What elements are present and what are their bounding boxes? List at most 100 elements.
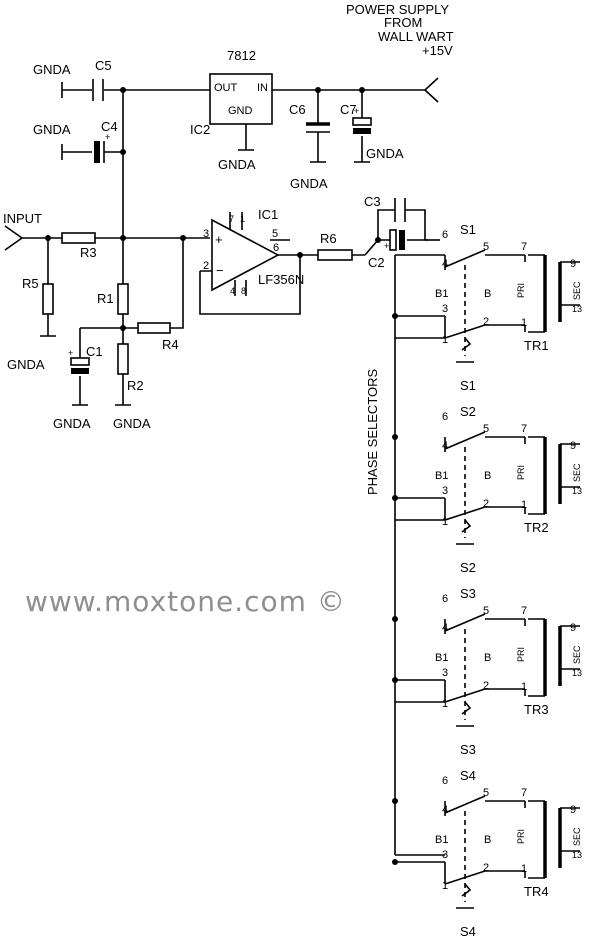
svg-text:8: 8 xyxy=(241,286,246,296)
switch-pin-1: 1 xyxy=(442,516,448,528)
transformer-pin-13: 13 xyxy=(572,850,582,860)
resistor-r4: R4 xyxy=(123,238,184,352)
switch-pin-5: 5 xyxy=(483,423,489,435)
switch-pin-b: B xyxy=(484,470,491,482)
regulator-ref: IC2 xyxy=(190,122,210,137)
switch-pin-b: B xyxy=(484,288,491,300)
switch-label-bottom: S3 xyxy=(460,742,476,757)
svg-text:C2: C2 xyxy=(368,255,385,270)
svg-text:+: + xyxy=(354,106,359,116)
switch-pin-2: 2 xyxy=(483,316,489,328)
transformer-pin-9: 9 xyxy=(570,622,576,634)
capacitor-c1: + C1 GNDA xyxy=(53,327,123,431)
input-label: INPUT xyxy=(3,211,42,226)
switch-pin-6: 6 xyxy=(442,593,448,605)
transformer-pin-13: 13 xyxy=(572,668,582,678)
svg-text:2: 2 xyxy=(203,260,209,272)
svg-text:R3: R3 xyxy=(80,245,97,260)
ground-label: GNDA xyxy=(290,176,328,191)
opamp-part: LF356N xyxy=(258,272,304,287)
svg-text:C7: C7 xyxy=(340,102,357,117)
ground-label: GNDA xyxy=(7,357,45,372)
svg-text:C3: C3 xyxy=(364,194,381,209)
switch-pin-5: 5 xyxy=(483,241,489,253)
switch-label-bottom: S2 xyxy=(460,560,476,575)
switch-pin-3: 3 xyxy=(442,849,448,861)
power-supply-label-2: FROM xyxy=(384,15,422,30)
resistor-r3: R3 xyxy=(61,232,97,260)
svg-text:6: 6 xyxy=(273,242,279,254)
watermark: www.moxtone.com © xyxy=(25,585,346,618)
switch-label-top: S1 xyxy=(460,222,476,237)
switch-pin-6: 6 xyxy=(442,229,448,241)
transformer-pin-9: 9 xyxy=(570,804,576,816)
transformer-pri-label: PRI xyxy=(516,829,526,844)
capacitor-c2: + C2 xyxy=(368,229,428,270)
transformer-pin-7: 7 xyxy=(521,787,527,799)
svg-text:C1: C1 xyxy=(86,344,103,359)
power-supply-label-3: WALL WART xyxy=(378,29,454,44)
svg-text:GND: GND xyxy=(228,105,253,117)
switch-pin-b1: B1 xyxy=(435,652,448,664)
regulator-ic2: OUT IN GND 7812 IC2 GNDA xyxy=(190,48,273,172)
switch-contacts xyxy=(444,431,525,521)
switch-pin-b: B xyxy=(484,834,491,846)
svg-text:−: − xyxy=(216,263,224,278)
svg-text:R2: R2 xyxy=(127,378,144,393)
switch-pin-4: 4 xyxy=(442,804,448,816)
transformer-pin-7: 7 xyxy=(521,423,527,435)
capacitor-c5: C5 GNDA xyxy=(33,58,112,101)
switch-contacts xyxy=(444,795,525,885)
switch-label-top: S3 xyxy=(460,586,476,601)
switch-label-top: S4 xyxy=(460,768,476,783)
transformer-label: TR3 xyxy=(524,702,549,717)
switch-pin-2: 2 xyxy=(483,680,489,692)
svg-text:R1: R1 xyxy=(97,291,114,306)
switch-pin-2: 2 xyxy=(483,498,489,510)
switch-pin-1: 1 xyxy=(442,880,448,892)
switch-contacts xyxy=(444,249,525,339)
input-arrow xyxy=(4,225,24,251)
switch-contacts xyxy=(444,613,525,703)
ground-label: GNDA xyxy=(218,157,256,172)
switch-pin-b1: B1 xyxy=(435,834,448,846)
svg-text:+: + xyxy=(68,348,73,358)
capacitor-c4: + C4 GNDA xyxy=(33,119,123,163)
ground-label: GNDA xyxy=(33,122,71,137)
switch-pin-b1: B1 xyxy=(435,470,448,482)
switch-pin-5: 5 xyxy=(483,787,489,799)
transformer-sec-label: SEC xyxy=(572,463,582,482)
switch-pin-6: 6 xyxy=(442,411,448,423)
opamp-ic1: + − 3 2 7 1 5 6 4 8 IC1 LF356N xyxy=(199,207,365,315)
svg-text:7: 7 xyxy=(229,214,234,224)
power-supply-label-4: +15V xyxy=(422,43,453,58)
svg-text:4: 4 xyxy=(230,286,235,296)
svg-text:3: 3 xyxy=(203,228,209,240)
switch-pin-4: 4 xyxy=(442,440,448,452)
switch-pin-1: 1 xyxy=(442,698,448,710)
svg-text:+: + xyxy=(215,232,223,247)
svg-text:C5: C5 xyxy=(95,58,112,73)
capacitor-c6: C6 GNDA xyxy=(289,87,330,191)
svg-text:R6: R6 xyxy=(320,231,337,246)
svg-text:+: + xyxy=(384,241,389,251)
switch-pin-5: 5 xyxy=(483,605,489,617)
switch-pin-1: 1 xyxy=(442,334,448,346)
power-supply-label-1: POWER SUPPLY xyxy=(346,2,449,17)
transformer-pin-9: 9 xyxy=(570,440,576,452)
regulator-part: 7812 xyxy=(227,48,256,63)
ground-label: GNDA xyxy=(113,416,151,431)
svg-text:OUT: OUT xyxy=(214,82,238,94)
resistor-r5: R5 GNDA xyxy=(7,238,56,372)
transformer-pin-1: 1 xyxy=(521,499,527,511)
resistor-r2: R2 GNDA xyxy=(113,343,151,431)
transformer-pin-1: 1 xyxy=(521,317,527,329)
transformer-pin-7: 7 xyxy=(521,605,527,617)
opamp-ref: IC1 xyxy=(258,207,278,222)
transformer-pin-13: 13 xyxy=(572,304,582,314)
